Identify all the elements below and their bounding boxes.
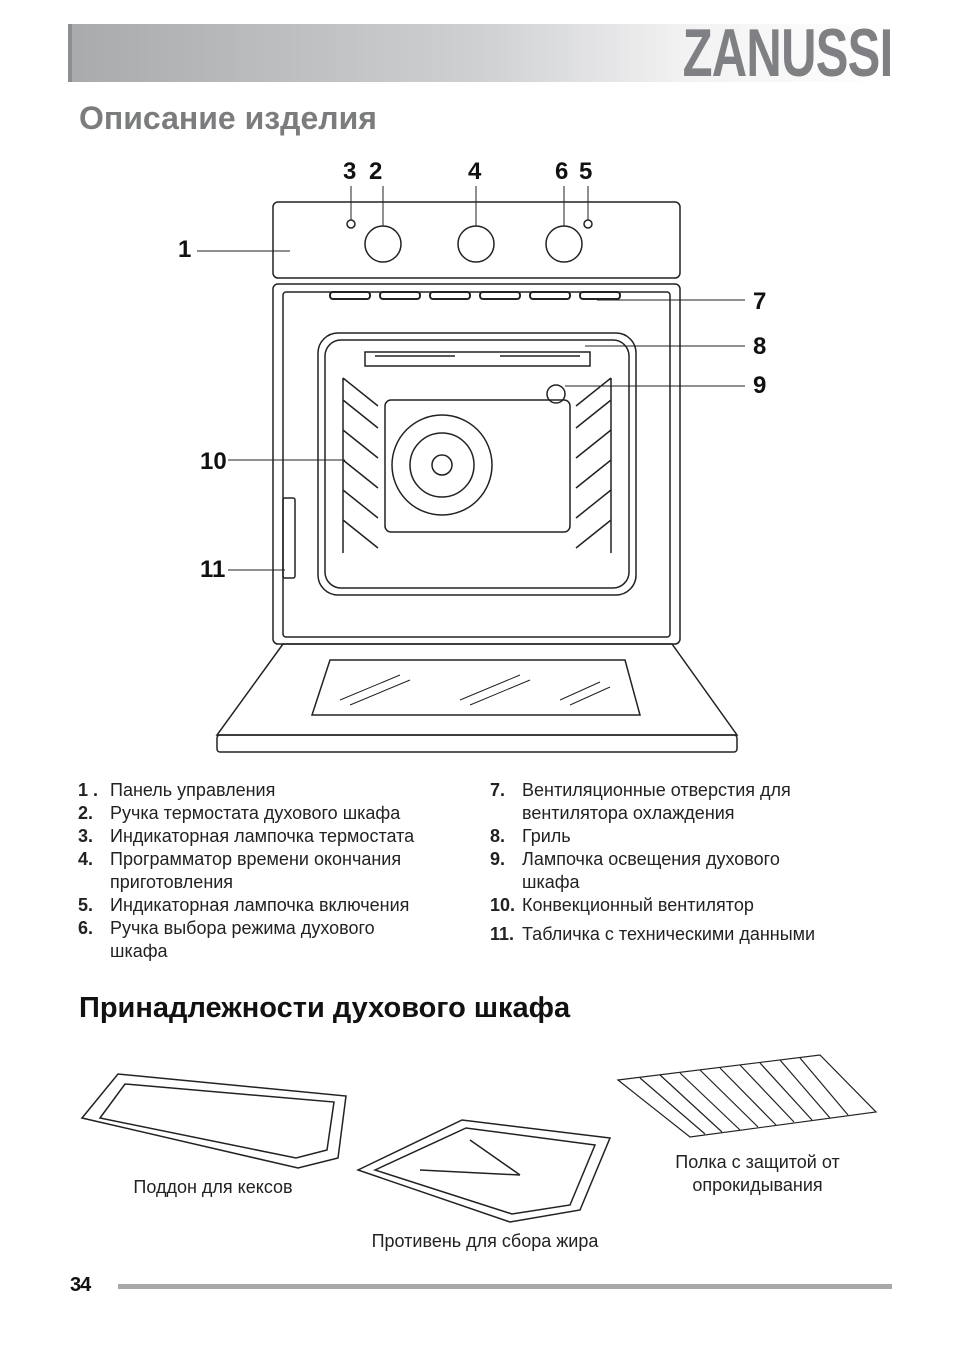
thermostat-knob	[364, 225, 402, 263]
oven-body	[272, 283, 681, 645]
callout-5: 5	[579, 158, 593, 185]
callout-4: 4	[468, 158, 482, 185]
convection-fan	[391, 414, 493, 516]
header-bar: ZANUSSI	[68, 19, 893, 87]
list-item: 3.Индикаторная лампочка термостата	[78, 826, 415, 846]
callout-8: 8	[753, 333, 767, 360]
fan-cover	[384, 399, 571, 533]
footer-rule	[118, 1284, 892, 1289]
callout-1: 1	[178, 236, 192, 263]
rating-plate	[282, 497, 296, 579]
callout-lines	[197, 186, 745, 571]
timer-knob	[457, 225, 495, 263]
callout-3: 3	[343, 158, 357, 185]
door-glass	[310, 659, 641, 716]
caption-grease-pan: Противень для сбора жира	[371, 1231, 599, 1251]
power-lamp	[583, 219, 593, 229]
grease-pan	[356, 1119, 612, 1223]
oven-cavity	[317, 332, 637, 596]
rack-supports-left	[342, 377, 379, 553]
page-title: Описание изделия	[79, 100, 377, 136]
list-item: 7.Вентиляционные отверстия для вентилято…	[490, 780, 791, 823]
thermostat-lamp	[346, 219, 356, 229]
callout-10: 10	[200, 448, 227, 475]
baking-tray	[80, 1073, 347, 1169]
grill-element	[364, 351, 591, 367]
oven-lamp	[546, 384, 566, 404]
mode-knob	[545, 225, 583, 263]
accessories-heading: Принадлежности духового шкафа	[79, 992, 571, 1024]
list-item: 6.Ручка выбора режима духового шкафа	[78, 918, 375, 961]
brand-logo: ZANUSSI	[682, 15, 893, 91]
oven-door	[215, 643, 739, 736]
list-item: 4.Программатор времени окончания пригото…	[78, 849, 402, 892]
list-item: 9.Лампочка освещения духового шкафа	[490, 849, 780, 892]
callout-11: 11	[200, 556, 226, 583]
callout-6: 6	[555, 158, 569, 185]
list-item: 11.Табличка с техническими данными	[490, 924, 816, 944]
caption-wire-shelf: Полка с защитой от опрокидывания	[675, 1152, 840, 1195]
callout-2: 2	[369, 158, 383, 185]
page-number: 34	[70, 1274, 91, 1296]
wire-shelf	[616, 1054, 878, 1138]
callout-9: 9	[753, 372, 767, 399]
rack-supports-right	[575, 377, 612, 553]
list-item: 10.Конвекционный вентилятор	[490, 895, 754, 915]
callout-7: 7	[753, 288, 767, 315]
caption-baking-tray: Поддон для кексов	[133, 1177, 293, 1197]
list-item: 2.Ручка термостата духового шкафа	[78, 803, 401, 823]
list-item: 8.Гриль	[490, 826, 571, 846]
list-item: 5.Индикаторная лампочка включения	[78, 895, 410, 915]
list-item: 1 .Панель управления	[78, 780, 276, 800]
